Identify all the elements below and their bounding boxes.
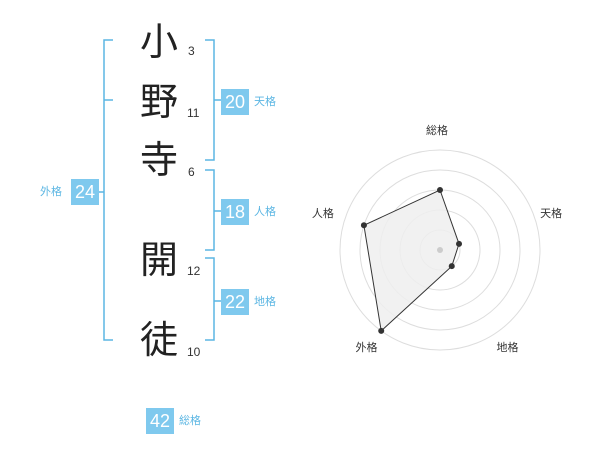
jinkaku-value: 18 <box>221 199 249 225</box>
radar-point-3 <box>378 327 385 334</box>
chikaku-label: 地格 <box>254 295 276 308</box>
chikaku-value: 22 <box>221 289 249 315</box>
stroke-count-1: 3 <box>188 44 195 58</box>
soukaku-value: 42 <box>146 408 174 434</box>
radar-point-0 <box>437 187 443 193</box>
name-char-4: 開 <box>140 238 179 282</box>
jinkaku-bracket <box>205 169 215 251</box>
name-char-1: 小 <box>140 20 179 64</box>
radar-axis-label-3: 外格 <box>355 341 378 355</box>
name-char-3: 寺 <box>140 138 179 182</box>
gaikaku-value: 24 <box>71 179 99 205</box>
stroke-count-3: 6 <box>188 165 195 179</box>
radar-point-1 <box>456 240 463 247</box>
stroke-count-4: 12 <box>187 264 201 278</box>
jinkaku-label: 人格 <box>254 205 276 218</box>
gaikaku-bracket <box>103 39 113 341</box>
tenkaku-value: 20 <box>221 89 249 115</box>
radar-ring-4 <box>359 169 521 331</box>
radar-ring-5 <box>339 149 541 351</box>
radar-point-4 <box>360 222 367 229</box>
name-char-2: 野 <box>140 80 179 124</box>
radar-axis-label-2: 地格 <box>496 341 519 355</box>
radar-axis-label-0: 総格 <box>426 124 448 137</box>
chikaku-bracket <box>205 257 215 341</box>
tenkaku-label: 天格 <box>254 95 276 108</box>
radar-axis-label-1: 天格 <box>540 206 563 220</box>
radar-point-2 <box>448 263 455 270</box>
soukaku-label: 総格 <box>179 414 201 427</box>
radar-axis-label-4: 人格 <box>311 206 334 220</box>
gaikaku-label: 外格 <box>40 185 62 198</box>
radar-center <box>437 247 443 253</box>
name-char-5: 徒 <box>140 318 179 362</box>
radar-polygon <box>363 189 460 332</box>
stroke-count-2: 11 <box>187 106 200 120</box>
stroke-count-5: 10 <box>187 345 201 359</box>
